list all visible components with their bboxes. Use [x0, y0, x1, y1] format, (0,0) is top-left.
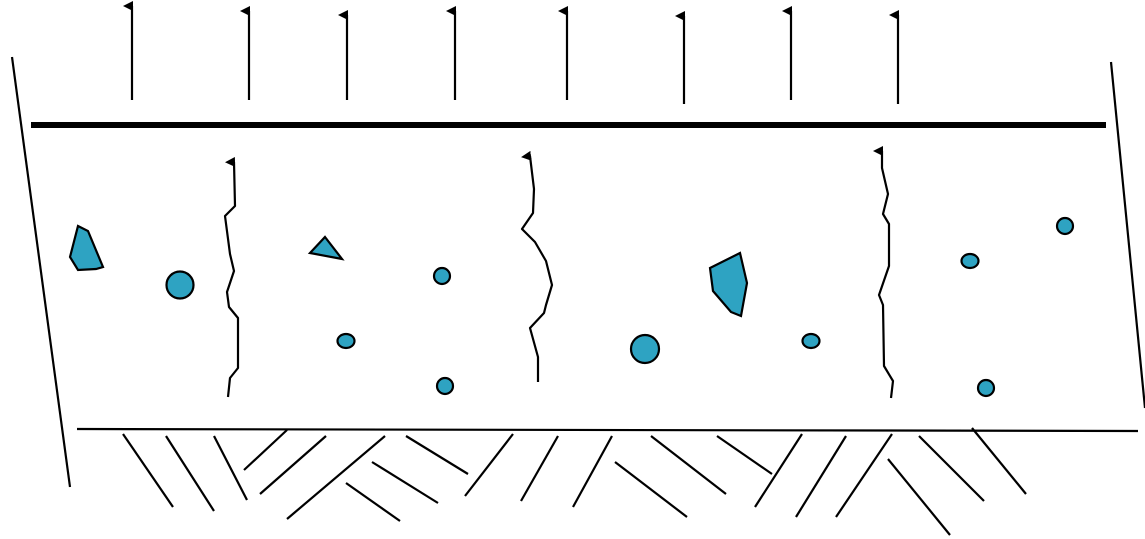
hatch-line [835, 433, 893, 518]
jagged-upward-paths [223, 146, 895, 399]
circle-particle [976, 378, 996, 398]
hatch-line [918, 435, 985, 502]
hatch-line [122, 433, 174, 508]
hatch-line [259, 435, 327, 495]
circle-particle [165, 270, 195, 300]
left-wall [10, 56, 72, 488]
hatch-line [345, 482, 401, 522]
hatch-line [572, 435, 613, 508]
hatch-line [614, 461, 688, 518]
circle-particle [435, 376, 455, 396]
hatch-line [371, 461, 439, 504]
hatch-line [405, 435, 469, 475]
jagged-path-arrow [873, 146, 895, 399]
hatch-line [650, 435, 727, 495]
hatch-line [971, 427, 1027, 495]
bottom-boundary-line [76, 427, 1139, 433]
irregular-particle [68, 224, 105, 272]
circle-particle [801, 332, 821, 350]
circle-particle [432, 266, 452, 286]
irregular-particle [708, 251, 749, 318]
hatch-line [464, 433, 514, 497]
hatch-line [213, 435, 248, 501]
hatch-line [286, 435, 386, 520]
particles [68, 216, 1075, 398]
right-wall [1109, 61, 1145, 409]
jagged-path-arrow [223, 156, 240, 398]
circle-particle [960, 252, 980, 270]
substrate-hatching [122, 427, 1027, 536]
top-arrows [123, 1, 900, 104]
circle-particle [629, 333, 661, 365]
hatch-line [795, 435, 847, 518]
hatch-line [520, 435, 559, 502]
circle-particle [1055, 216, 1075, 236]
circle-particle [336, 332, 356, 350]
hatch-line [754, 433, 803, 508]
hatch-line [887, 458, 951, 536]
hatch-line [165, 435, 215, 512]
irregular-particle [307, 235, 345, 261]
hatch-line [716, 435, 773, 475]
hatch-line [243, 429, 288, 471]
jagged-path-arrow [520, 150, 554, 382]
